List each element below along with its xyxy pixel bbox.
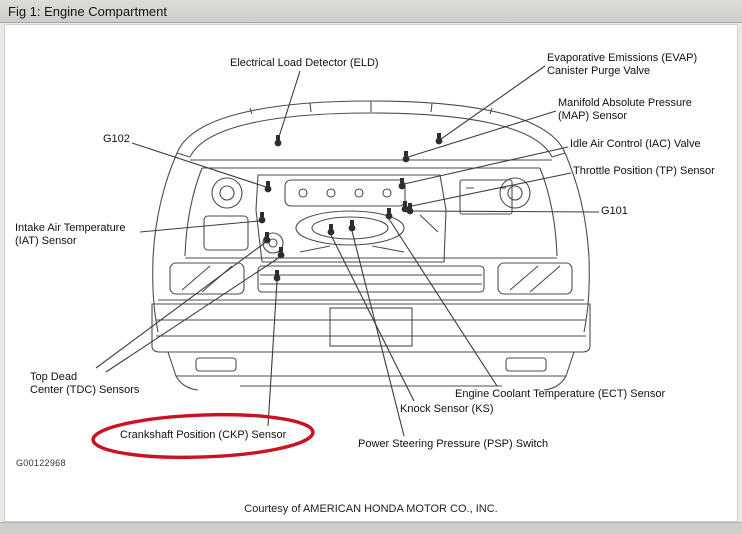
leader-line-ks (330, 234, 415, 402)
component-icon-ckp (273, 270, 281, 282)
component-icon-map (402, 151, 410, 163)
component-icon-eld (274, 135, 282, 147)
leader-line-ect (388, 218, 498, 387)
leader-line-psp (351, 230, 405, 437)
leader-line-tdc (95, 241, 267, 369)
label-tdc: Top Dead Center (TDC) Sensors (30, 371, 140, 396)
label-psp: Power Steering Pressure (PSP) Switch (358, 438, 549, 450)
leader-line-iac (403, 146, 569, 185)
component-icon-evap (435, 133, 443, 145)
leader-line-g102 (131, 142, 267, 188)
component-icon-iac (398, 178, 406, 190)
leader-line-evap (440, 65, 546, 140)
component-icon-psp (348, 220, 356, 232)
label-g102: G102 (103, 133, 130, 145)
component-icon-ks (327, 224, 335, 236)
label-ks: Knock Sensor (KS) (400, 403, 494, 415)
label-tp: Throttle Position (TP) Sensor (573, 165, 715, 177)
component-icon-tdc (263, 232, 271, 244)
highlight-ellipse-ckp (91, 412, 315, 460)
label-evap: Evaporative Emissions (EVAP) Canister Pu… (547, 52, 698, 77)
callout-overlay (91, 65, 600, 460)
label-map: Manifold Absolute Pressure (MAP) Sensor (558, 97, 692, 122)
leader-line-iat (139, 220, 260, 233)
component-icon-ect (385, 208, 393, 220)
component-icon-tdc (277, 247, 285, 259)
label-iac: Idle Air Control (IAC) Valve (570, 138, 701, 150)
component-icon-iat (258, 212, 266, 224)
leader-line-ckp (267, 280, 278, 427)
engine-line-art (151, 100, 591, 391)
leader-line-map (407, 110, 557, 158)
figure-title: Fig 1: Engine Compartment (8, 3, 167, 19)
figure-id-code: G00122968 (16, 458, 66, 468)
courtesy-note: Courtesy of AMERICAN HONDA MOTOR CO., IN… (244, 503, 498, 515)
window-titlebar: Fig 1: Engine Compartment (0, 0, 742, 23)
label-g101: G101 (601, 205, 628, 217)
leader-line-tp (406, 172, 572, 208)
leader-line-tdc (105, 256, 281, 373)
component-icon-g101 (406, 203, 414, 215)
leader-line-eld (277, 70, 301, 141)
window-bottom-bar (0, 522, 742, 534)
leader-line-g101 (412, 210, 600, 213)
label-ect: Engine Coolant Temperature (ECT) Sensor (455, 388, 666, 400)
label-eld: Electrical Load Detector (ELD) (230, 57, 379, 69)
label-iat: Intake Air Temperature (IAT) Sensor (15, 222, 126, 247)
label-ckp: Crankshaft Position (CKP) Sensor (120, 429, 287, 441)
component-icon-g102 (264, 181, 272, 193)
